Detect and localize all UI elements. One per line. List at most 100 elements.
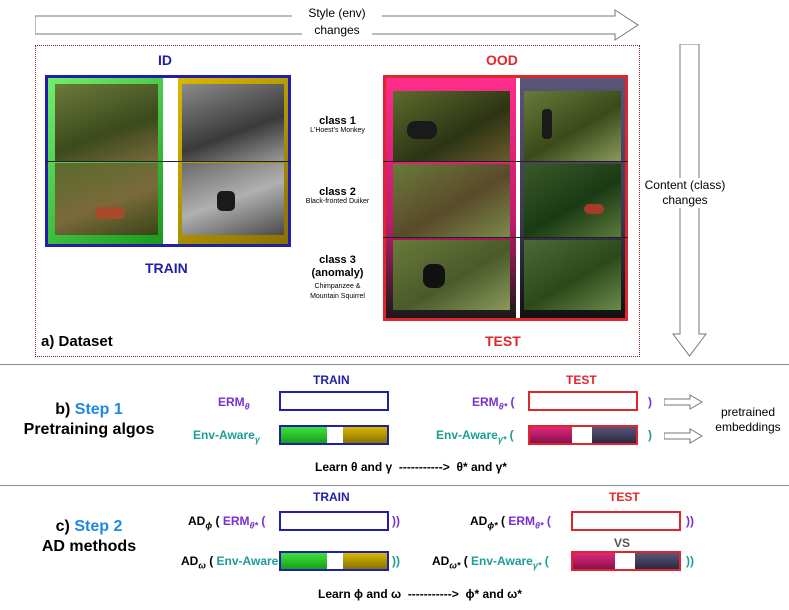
content-label: Content (class) changes	[635, 178, 735, 208]
step1-title: Pretraining algos	[23, 421, 155, 438]
step2-env-gamma-star-2: γ*	[532, 560, 542, 571]
style-label: Style (env)	[292, 6, 382, 20]
class-3-species-2: Mountain Squirrel	[310, 293, 365, 300]
step2-train-erm-bar	[279, 511, 389, 531]
step1-erm-theta-star: θ*	[498, 401, 508, 412]
ood-title: OOD	[486, 52, 518, 68]
step1-erm-star-label: ERMθ* (	[472, 395, 515, 411]
id-class-divider	[45, 161, 291, 162]
step2-omega: ω	[198, 560, 206, 571]
ood-panel	[383, 75, 628, 321]
step2-train-label: TRAIN	[313, 490, 350, 504]
step2-test-label: TEST	[609, 490, 640, 504]
step1-train-erm-bar	[279, 391, 389, 411]
dataset-section-label: a) Dataset	[41, 333, 113, 350]
step1-prefix: b)	[55, 401, 71, 418]
dataset-box	[35, 45, 640, 357]
step2-erm-star-paren: (	[546, 514, 551, 528]
step1-step: Step 1	[74, 401, 123, 418]
content-label-2: changes	[662, 193, 708, 207]
step2-train-erm-close: ))	[392, 514, 400, 528]
style-label-changes: changes	[302, 23, 372, 37]
step2-ad-phi-star-paren: (	[501, 514, 506, 528]
step2-erm-paren: (	[261, 514, 266, 528]
magenta-segment	[530, 427, 572, 443]
step1-test-erm-bar	[528, 391, 638, 411]
step2-learn-text: Learn ϕ and ω -----------> ϕ* and ω*	[318, 587, 522, 601]
step1-arrow-env	[664, 428, 703, 444]
step1-env-star-label: Env-Awareγ* (	[436, 428, 514, 444]
step1-env-gamma-star: γ*	[497, 434, 507, 445]
slate-segment	[592, 427, 636, 443]
step2-prefix: c)	[55, 518, 70, 535]
step2-env-text: Env-Aware	[216, 554, 279, 568]
step1-train-env-bar	[279, 425, 389, 445]
step2-ad-phi-paren: (	[215, 514, 220, 528]
step1-heading: b) Step 1 Pretraining algos	[0, 400, 178, 440]
step2-step: Step 2	[74, 518, 123, 535]
id-title: ID	[158, 52, 172, 68]
id-photo-duiker-color	[55, 163, 158, 235]
class-2-species: Black-fronted Duiker	[305, 198, 370, 205]
gold-segment-2	[343, 553, 387, 569]
class-3-name: class 3	[319, 254, 356, 266]
step1-erm-theta: θ	[244, 401, 250, 412]
green-segment-2	[281, 553, 327, 569]
step1-erm-text: ERM	[218, 395, 245, 409]
step2-erm-theta-star: θ*	[249, 520, 259, 531]
step1-train-label: TRAIN	[313, 373, 350, 387]
ood-photo-chimp-1	[393, 240, 510, 310]
step1-erm-star-text: ERM	[472, 395, 499, 409]
train-label: TRAIN	[145, 260, 188, 276]
step2-ad-text: AD	[188, 514, 206, 528]
ood-photo-duiker-1	[393, 164, 510, 237]
step2-ad-phi-label: ADϕ ( ERMθ* (	[188, 514, 265, 530]
ood-class-divider-1	[383, 161, 628, 162]
green-segment	[281, 427, 327, 443]
step2-erm-star-text: ERM	[508, 514, 536, 528]
test-label: TEST	[485, 333, 521, 349]
step2-omega-star: ω*	[449, 560, 461, 571]
step2-phi: ϕ	[205, 520, 213, 531]
step1-erm-label: ERMθ	[218, 395, 250, 411]
ood-column-gap	[516, 78, 520, 318]
step2-title: AD methods	[41, 538, 137, 555]
step2-env-star-paren: (	[544, 554, 549, 568]
step1-env-star-text: Env-Aware	[436, 428, 498, 442]
step2-env-star-text: Env-Aware	[471, 554, 533, 568]
step2-heading: c) Step 2 AD methods	[0, 517, 178, 557]
slate-segment-2	[635, 553, 679, 569]
step1-test-env-bar	[528, 425, 638, 445]
content-label-1: Content (class)	[644, 178, 726, 192]
class-2-name: class 2	[319, 186, 356, 198]
magenta-segment-2	[573, 553, 615, 569]
step2-ad-star-text: AD	[470, 514, 488, 528]
step2-ad-omega-star-text: AD	[432, 554, 450, 568]
class-1-species: L'Hoest's Monkey	[310, 127, 365, 134]
step1-env-label: Env-Awareγ	[193, 428, 260, 444]
class-1-name: class 1	[319, 115, 356, 127]
step1-env-paren-close: )	[648, 428, 652, 442]
step1-env-text: Env-Aware	[193, 428, 255, 442]
step2-ad-omega-paren: (	[209, 554, 214, 568]
step1-arrow-erm	[664, 394, 703, 410]
gold-segment	[343, 427, 387, 443]
step1-test-label: TEST	[566, 373, 597, 387]
step2-train-env-bar	[279, 551, 389, 571]
class-3-anomaly: (anomaly)	[311, 267, 364, 279]
class-1-label: class 1 L'Hoest's Monkey	[295, 115, 380, 134]
id-photo-monkey-color	[55, 84, 158, 161]
ood-photo-monkey-1	[393, 91, 510, 161]
step2-ad-omega-star-label: ADω* ( Env-Awareγ* (	[432, 554, 549, 570]
step2-test-env-close: ))	[686, 554, 694, 568]
step2-ad-phi-star-label: ADϕ* ( ERMθ* (	[470, 514, 551, 530]
ood-photo-duiker-2	[524, 164, 621, 237]
divider-2	[0, 485, 789, 486]
step2-ad-omega-label: ADω ( Env-Awareγ* (	[181, 554, 294, 570]
step2-phi-star: ϕ*	[487, 520, 498, 531]
divider-1	[0, 364, 789, 365]
step2-ad-omega-text: AD	[181, 554, 199, 568]
step1-learn-text: Learn θ and γ -----------> θ* and γ*	[315, 460, 507, 474]
step2-ad-omega-star-paren: (	[463, 554, 468, 568]
class-3-label: class 3 (anomaly) Chimpanzee & Mountain …	[295, 254, 380, 302]
